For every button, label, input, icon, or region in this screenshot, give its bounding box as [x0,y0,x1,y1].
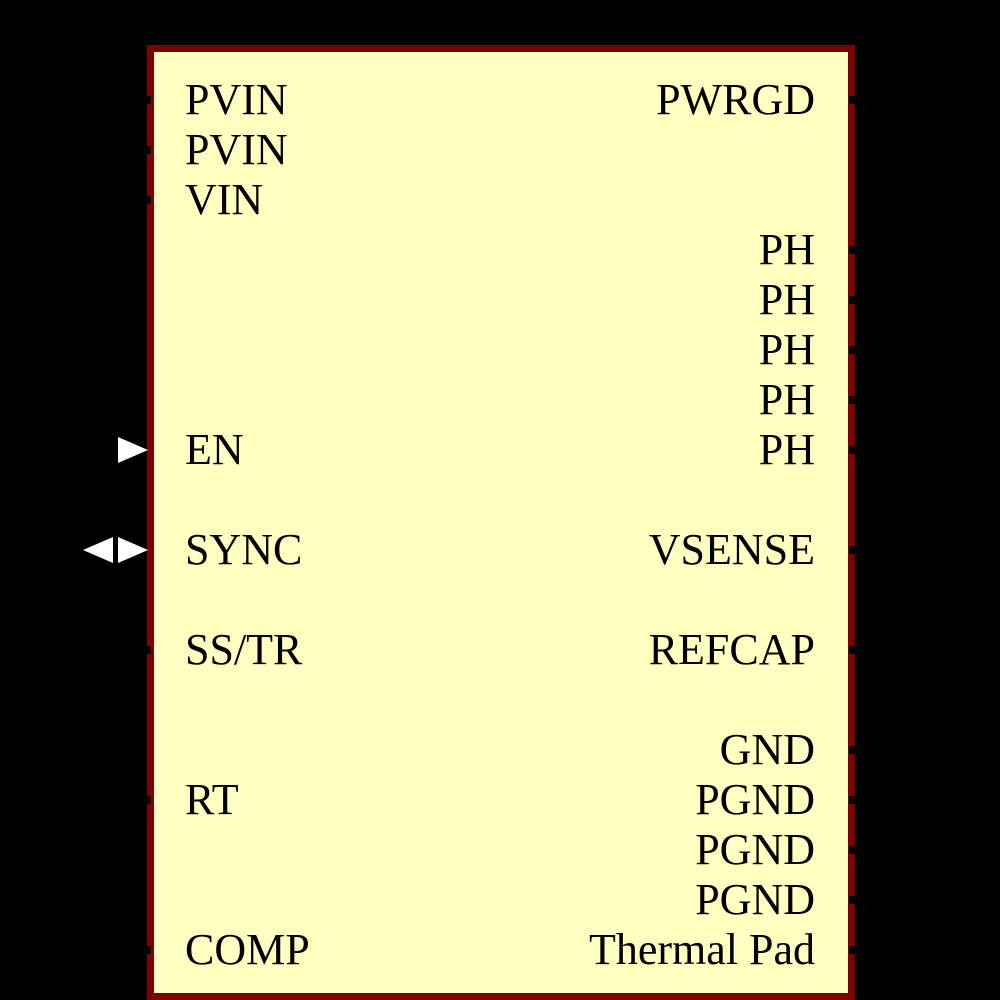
pin-stub [141,796,151,804]
pin-label: PVIN [185,75,288,124]
pin-stub [849,646,859,654]
pin-label: SYNC [185,525,303,574]
pin-label: VSENSE [648,525,815,574]
pin-stub [141,196,151,204]
pin-stub [849,296,859,304]
pin-stub [141,946,151,954]
pin-stub [849,796,859,804]
pin-label: Thermal Pad [588,925,815,974]
pin-label: EN [185,425,244,474]
pin-stub [849,896,859,904]
pin-label: PGND [695,825,815,874]
pin-label: SS/TR [185,625,303,674]
pin-stub [849,946,859,954]
pin-stub [849,396,859,404]
pin-stub [849,746,859,754]
pin-stub [849,246,859,254]
pin-stub [141,646,151,654]
pin-stub [849,96,859,104]
pin-stub [849,546,859,554]
pin-stub [849,346,859,354]
pin-label: PGND [695,775,815,824]
pin-label: PH [758,325,815,374]
pin-label: REFCAP [648,625,815,674]
pin-label: RT [185,775,239,824]
pin-label: GND [719,725,815,774]
pin-label: PH [758,375,815,424]
pin-label: PH [758,225,815,274]
pin-label: VIN [185,175,264,224]
pin-label: PGND [695,875,815,924]
sync-bidirectional-arrow-left-icon [83,537,113,563]
pin-label: PH [758,425,815,474]
sync-bidirectional-arrow-right-icon [118,537,148,563]
pin-stub [849,846,859,854]
pin-stub [141,96,151,104]
pin-stub [849,446,859,454]
pin-label: PH [758,275,815,324]
pin-label: PVIN [185,125,288,174]
pin-stub [141,146,151,154]
pin-label: PWRGD [656,75,815,124]
ic-body [147,45,855,1000]
en-input-arrow-icon [118,437,148,463]
pin-label: COMP [185,925,310,974]
